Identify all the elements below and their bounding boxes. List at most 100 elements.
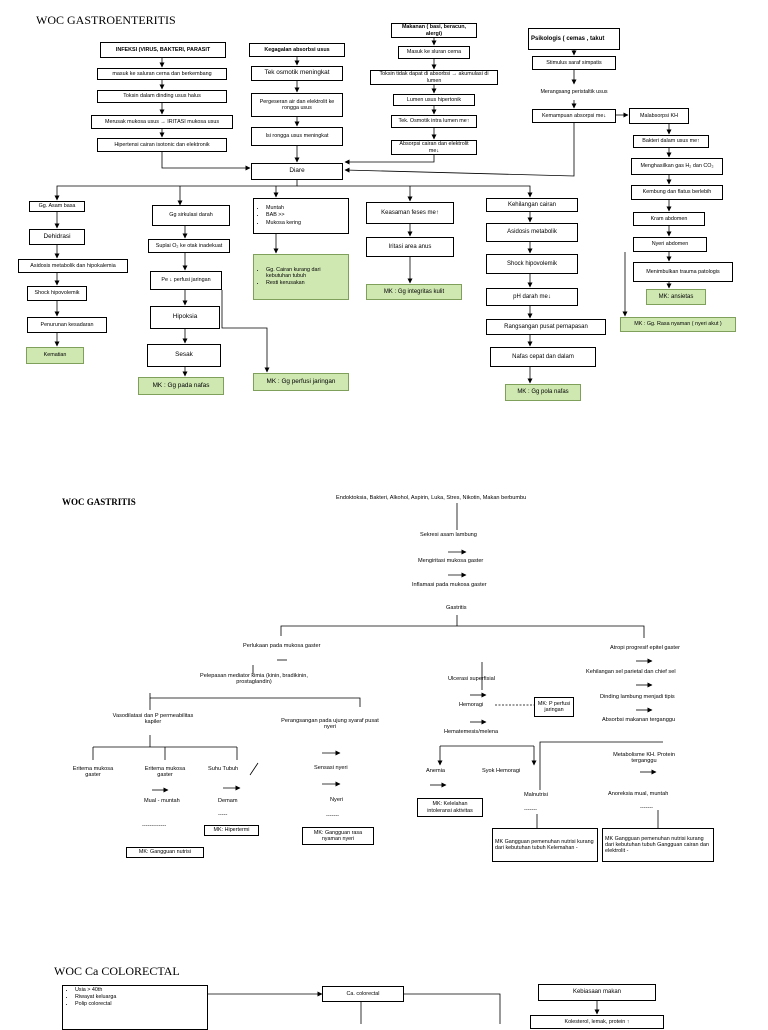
dinding-tipis: Dinding lambung menjadi tipis <box>600 694 675 700</box>
risk-riwayat: Riwayat keluarga <box>75 994 116 1000</box>
psikologis-box: Psikologis ( cemas , takut <box>528 28 620 50</box>
mk-hipertermi: MK: Hipertermi <box>204 825 259 836</box>
muntah-list-box: Muntah BAB >> Mukosa kering <box>253 198 349 234</box>
shock-hipovolemik-2: Shock hipovolemik <box>486 254 578 274</box>
risk-polip: Polip colorectal <box>75 1001 116 1007</box>
col2-step-3: Isi rongga usus meningkat <box>251 127 343 146</box>
nafas-cepat: Nafas cepat dan dalam <box>490 347 596 367</box>
sensasi-nyeri: Sensasi nyeri <box>314 765 348 771</box>
keasaman-feses: Keasaman feses me↑ <box>366 202 454 224</box>
eritema-1: Eritema mukosa gaster <box>72 766 114 779</box>
perlukaan-mukosa: Perlukaan pada mukosa gaster <box>243 643 321 649</box>
dehidrasi: Dehidrasi <box>29 229 85 245</box>
gastroenteritis-title: WOC GASTROENTERITIS <box>36 13 176 27</box>
kram-abdomen: Kram abdomen <box>633 212 705 226</box>
gastritis-causes: Endoktoksia, Bakteri, Alkohol, Aspirin, … <box>336 495 527 501</box>
malabsorpsi-kh: Malabsorpsi KH <box>629 108 689 124</box>
mk-gg-pola-nafas: MK : Gg pola nafas <box>505 384 581 401</box>
ph-darah-turun: pH darah me↓ <box>486 288 578 306</box>
kebiasaan-makan-box: Kebiasaan makan <box>538 984 656 1001</box>
col2-step-1: Tek osmotik meningkat <box>251 66 343 81</box>
mengiritasi-mukosa: Mengiritasi mukosa gaster <box>418 558 484 564</box>
mk-gangguan-nutrisi: MK: Gangguan nutrisi <box>126 847 204 858</box>
perfusi-jaringan-turun: Pe ↓ perfusi jaringan <box>150 271 222 290</box>
col1-step-2: Toksin dalam dinding usus halus <box>97 90 227 103</box>
mk-rasa-nyaman-nyeri: MK: Gangguan rasa nyaman nyeri <box>302 827 374 845</box>
bakteri-usus-naik: Bakteri dalam usus me↑ <box>633 135 709 148</box>
mk-gg-pada-nafas: MK : Gg pada nafas <box>138 377 224 395</box>
kegagalan-absorbsi-box: Kegagalan absorbsi usus <box>249 43 345 57</box>
anoreksia: Anoreksia mual, muntah <box>608 791 669 797</box>
rangsangan-pusat: Rangsangan pusat pernapasan <box>486 319 606 335</box>
ca-colorectal-box: Ca. colorectal <box>322 986 404 1002</box>
kembung-flatus: Kembung dan flatus berlebih <box>631 185 723 200</box>
col3-step-3: Lumen usus hipertonik <box>393 94 475 106</box>
col3-step-2: Toksin tidak dapat di absorbsi → akumula… <box>370 70 498 85</box>
menghasilkan-gas: Menghasilkan gas H₂ dan CO₂ <box>631 158 723 175</box>
metabolisme-kh: Metabolisme KH. Protein terganggu <box>613 752 675 765</box>
mual-muntah: Mual - muntah <box>144 798 180 804</box>
shock-hipovolemik-1: Shock hipovolemik <box>27 286 87 301</box>
ulcerasi-superfisial: Ulcerasi superfisial <box>448 676 495 682</box>
muntah-item: Muntah <box>266 205 301 211</box>
makanan-box: Makanan ( basi, beracun, alergi) <box>391 23 477 38</box>
atropi-epitel: Atropi progresif epitel gaster <box>610 645 680 651</box>
col1-step-1: masuk ke saluran cerna dan berkembang <box>97 68 227 80</box>
kematian: Kematian <box>26 347 84 364</box>
penurunan-kesadaran: Penurunan kesadaran <box>27 317 107 333</box>
risk-usia: Usia > 40th <box>75 987 116 993</box>
dash-right-1: ------- <box>524 807 538 813</box>
col1-step-4: Hipertensi cairan isotonic dan elektroni… <box>97 138 227 152</box>
inflamasi-mukosa: Inflamasi pada mukosa gaster <box>412 582 487 588</box>
infeksi-box: INFEKSI (VIRUS, BAKTERI, PARASIT <box>100 42 226 58</box>
mk-kelelahan: MK: Kelelahan intoleransi aktivitas <box>417 798 483 817</box>
col4-step-2: Merangsang peristaltik usus <box>532 85 616 100</box>
kolesterol-box: Kolesterol, lemak, protein ↑ <box>530 1015 664 1029</box>
absorbsi-terganggu: Absorbsi makanan terganggu <box>602 717 676 723</box>
suplai-o2: Suplai O₂ ke otak inadekuat <box>148 239 230 253</box>
vasodilatasi: Vasodilatasi dan P permeabilitas kapiler <box>112 713 194 726</box>
pelepasan-mediator: Pelepasan mediator kimia (kinin, bradiki… <box>200 673 308 686</box>
colorectal-title: WOC Ca COLORECTAL <box>54 964 180 978</box>
sekresi-asam: Sekresi asam lambung <box>420 532 477 538</box>
gastritis-node: Gastritis <box>446 605 467 611</box>
hematemesis: Hematemesis/melena <box>444 729 499 735</box>
sesak: Sesak <box>147 344 221 367</box>
mk-perfusi-jaringan: MK: P perfusi jaringan <box>534 697 574 717</box>
gastritis-title: WOC GASTRITIS <box>62 497 136 507</box>
mukosa-kering-item: Mukosa kering <box>266 220 301 226</box>
bab-item: BAB >> <box>266 212 301 218</box>
asidosis-metabolik: Asidosis metabolik <box>486 223 578 242</box>
demam: Demam <box>218 798 238 804</box>
mk-resti-kerusakan: Resti kerusakan <box>266 280 346 286</box>
kehilangan-sel: Kehilangan sel parietal dan chief sel <box>586 669 676 675</box>
gg-asam-basa: Gg. Asam basa <box>29 201 85 212</box>
iritasi-anus: Iritasi area anus <box>366 237 454 257</box>
mk-gg-integritas-kulit: MK : Gg integritas kulit <box>366 284 462 300</box>
nyeri-abdomen: Nyeri abdomen <box>633 237 707 252</box>
mk-pemenuhan-nutrisi-2: MK Gangguan pemenuhan nutrisi kurang dar… <box>602 828 714 862</box>
dash-right-2: ------- <box>640 805 654 811</box>
malnutrisi: Malnutrisi <box>524 792 548 798</box>
nyeri: Nyeri <box>330 797 344 803</box>
col4-step-3: Kemampuan absorpsi me↓ <box>532 109 616 123</box>
mk-cairan-kurang: Gg. Cairan kurang dari kebutuhan tubuh <box>266 267 346 279</box>
col4-step-1: Stimulus saraf simpatis <box>532 56 616 70</box>
kehilangan-cairan: Kehilangan cairan <box>486 198 578 212</box>
dash-left-2: ----- <box>218 812 228 818</box>
mk-pemenuhan-nutrisi-1: MK Gangguan pemenuhan nutrisi kurang dar… <box>492 828 598 862</box>
dash-mid: ------- <box>326 813 340 819</box>
col2-step-2: Pergeseran air dan elektrolit ke rongga … <box>251 93 343 117</box>
risk-factors-box: Usia > 40th Riwayat keluarga Polip color… <box>62 985 208 1030</box>
gg-sirkulasi-darah: Gg sirkulasi darah <box>152 205 230 226</box>
mk-cairan-box: Gg. Cairan kurang dari kebutuhan tubuh R… <box>253 254 349 300</box>
suhu-tubuh: Suhu Tubuh <box>208 766 239 772</box>
asidosis-hipokalemia: Asidosis metabolik dan hipokalemia <box>18 259 128 273</box>
dash-left-1: ------------- <box>142 823 167 829</box>
perangsangan-syaraf: Perangsangan pada ujung syaraf pusat nye… <box>281 718 379 731</box>
mk-ansietas: MK: ansietas <box>646 289 706 305</box>
anemia: Anemia <box>426 768 445 774</box>
trauma-patologis: Menimbulkan trauma patologis <box>633 262 733 282</box>
col3-step-5: Absorpsi cairan dan elektrolit me↓ <box>391 140 477 155</box>
